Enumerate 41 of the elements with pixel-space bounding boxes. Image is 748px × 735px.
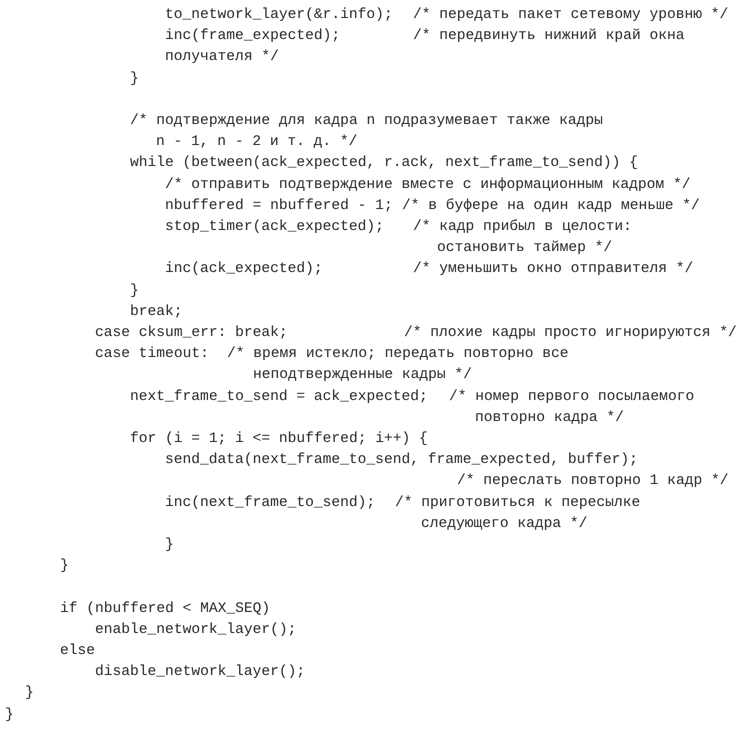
code-line: else: [60, 642, 96, 660]
code-comment: /* время истекло; передать повторно все: [227, 345, 569, 364]
code-line: to_network_layer(&r.info);: [165, 6, 393, 24]
code-line: enable_network_layer();: [95, 620, 296, 639]
code-brace: }: [25, 684, 34, 702]
code-comment: /* плохие кадры просто игнорируются */: [404, 324, 737, 342]
code-comment: /* кадр прибыл в целости:: [413, 218, 632, 236]
code-line: for (i = 1; i <= nbuffered; i++) {: [130, 430, 428, 448]
code-comment: /* передвинуть нижний край окна: [413, 27, 684, 46]
code-line: case timeout:: [95, 345, 209, 364]
code-line: break;: [130, 302, 183, 321]
code-brace: }: [165, 536, 174, 554]
code-line: inc(frame_expected);: [165, 27, 340, 46]
code-comment: /* уменьшить окно отправителя */: [413, 260, 694, 278]
code-line: while (between(ack_expected, r.ack, next_frame_to_send)) {: [130, 154, 638, 172]
code-comment: /* подтверждение для кадра n подразумевает также кадры: [130, 112, 603, 130]
code-comment: получателя */: [165, 48, 279, 66]
code-comment: /* передать пакет сетевому уровню */: [413, 6, 728, 24]
code-brace: }: [5, 706, 14, 724]
code-comment: /* приготовиться к пересылке: [395, 494, 640, 512]
code-line: send_data(next_frame_to_send, frame_expected, buffer);: [165, 451, 638, 470]
code-line: case cksum_err: break;: [95, 324, 288, 342]
code-line: inc(ack_expected);: [165, 260, 323, 278]
code-line: inc(next_frame_to_send);: [165, 494, 376, 512]
code-comment: неподтвержденные кадры */: [253, 366, 472, 384]
code-comment: /* переслать повторно 1 кадр */: [457, 472, 728, 490]
code-line: next_frame_to_send = ack_expected;: [130, 388, 428, 406]
code-line: if (nbuffered < MAX_SEQ): [60, 600, 270, 618]
code-brace: }: [130, 282, 139, 300]
code-comment: повторно кадра */: [475, 408, 624, 427]
code-line: stop_timer(ack_expected);: [165, 218, 384, 236]
code-comment: /* отправить подтверждение вместе с информационным кадром */: [165, 176, 690, 194]
code-comment: n - 1, n - 2 и т. д. */: [156, 133, 358, 152]
code-comment: остановить таймер */: [437, 239, 612, 258]
code-comment: следующего кадра */: [421, 514, 588, 533]
code-comment: /* в буфере на один кадр меньше */: [402, 196, 700, 215]
code-brace: }: [60, 557, 69, 576]
code-line: nbuffered = nbuffered - 1;: [165, 196, 393, 215]
code-brace: }: [130, 70, 139, 88]
code-line: disable_network_layer();: [95, 663, 306, 682]
code-comment: /* номер первого посылаемого: [449, 388, 694, 406]
